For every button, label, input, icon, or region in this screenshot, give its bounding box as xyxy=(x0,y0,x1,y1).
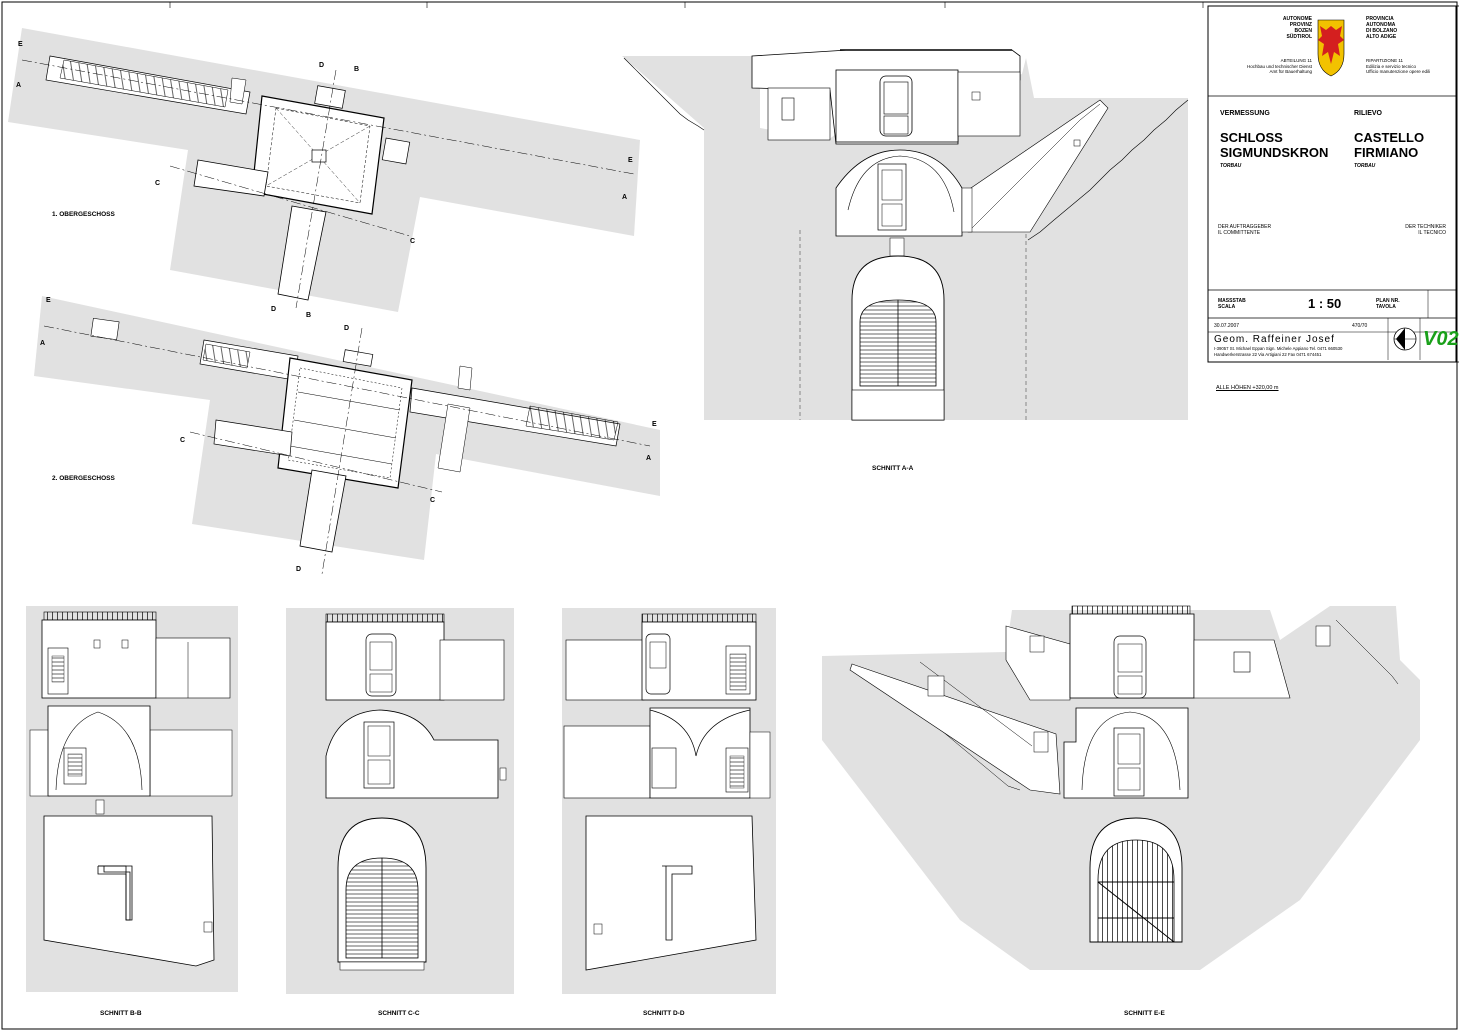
section-aa-title: SCHNITT A-A xyxy=(872,465,914,472)
province-it: PROVINCIA AUTONOMA DI BOLZANO ALTO ADIGE xyxy=(1366,16,1398,40)
cut-marker: A xyxy=(40,340,45,347)
floor-plan-first xyxy=(8,28,640,312)
department-de: ABTEILUNG 11 Hochbau und technischer Die… xyxy=(1246,58,1312,74)
section-cc-title: SCHNITT C-C xyxy=(378,1010,420,1017)
author-name: Geom. Raffeiner Josef xyxy=(1214,334,1335,345)
plan-second-title: 2. OBERGESCHOSS xyxy=(52,475,116,482)
cut-marker: E xyxy=(46,297,51,304)
cut-marker: D xyxy=(296,566,301,573)
south-wing-upper xyxy=(299,469,347,553)
plan-number-caption: PLAN NR. TAVOLA xyxy=(1376,298,1400,310)
cut-marker: E xyxy=(628,157,633,164)
cut-marker: D xyxy=(319,62,324,69)
project-number: 470/70 xyxy=(1352,323,1368,329)
tower-room-upper xyxy=(277,357,413,489)
castle-name-it: CASTELLO FIRMIANO xyxy=(1354,130,1425,160)
sheet-fold-ticks xyxy=(169,2,1204,8)
cut-marker: A xyxy=(646,455,651,462)
survey-de: VERMESSUNG xyxy=(1220,110,1270,117)
cut-marker: C xyxy=(410,238,415,245)
technician-label: DER TECHNIKER IL TECNICO xyxy=(1405,224,1446,236)
cut-marker: D xyxy=(344,325,349,332)
scale-value: 1 : 50 xyxy=(1308,296,1342,311)
heights-note: ALLE HÖHEN +320,00 m xyxy=(1216,385,1279,391)
plan-second-cut-markers: A A E E C C D D xyxy=(40,297,657,573)
south-wing xyxy=(277,205,327,301)
building-it: TORBAU xyxy=(1354,163,1376,169)
section-dd xyxy=(562,608,776,994)
building-de: TORBAU xyxy=(1220,163,1242,169)
plan-code: V02 xyxy=(1423,328,1459,350)
survey-it: RILIEVO xyxy=(1354,110,1383,117)
cut-marker: C xyxy=(180,437,185,444)
castle-name-de: SCHLOSS SIGMUNDSKRON xyxy=(1220,130,1329,160)
section-ee-title: SCHNITT E-E xyxy=(1124,1010,1165,1017)
author-address-1: I-39057 St. Michael Eppan Sign. Michele … xyxy=(1214,346,1343,351)
plan-first-cut-markers: A A E E B B C C D D xyxy=(16,41,633,319)
section-bb xyxy=(26,606,238,992)
scale-caption: MASSSTAB SCALA xyxy=(1218,298,1246,310)
cut-marker: E xyxy=(652,421,657,428)
section-bb-title: SCHNITT B-B xyxy=(100,1010,142,1017)
section-dd-title: SCHNITT D-D xyxy=(643,1010,685,1017)
section-aa xyxy=(622,49,1189,421)
cut-marker: E xyxy=(18,41,23,48)
title-block xyxy=(1207,5,1459,363)
cut-marker: D xyxy=(271,306,276,313)
author-address-2: Handwerkerstrasse 22 Via Artigiani 22 Fa… xyxy=(1214,352,1322,357)
department-it: RIPARTIZIONE 11 Edilizia e servizio tecn… xyxy=(1366,58,1430,74)
plan-first-title: 1. OBERGESCHOSS xyxy=(52,211,116,218)
cut-marker: B xyxy=(354,66,359,73)
section-ee xyxy=(822,605,1420,970)
province-de: AUTONOME PROVINZ BOZEN SÜDTIROL xyxy=(1282,16,1312,40)
cut-marker: A xyxy=(622,194,627,201)
plan-date: 30.07.2007 xyxy=(1214,323,1240,329)
south-tyrol-eagle-icon xyxy=(1317,19,1345,77)
cut-marker: C xyxy=(155,180,160,187)
floor-plan-second xyxy=(34,296,660,575)
cut-marker: B xyxy=(306,312,311,319)
cut-marker: A xyxy=(16,82,21,89)
cut-marker: C xyxy=(430,497,435,504)
lower-passage xyxy=(193,159,269,197)
client-label: DER AUFTRAGGEBER IL COMMITTENTE xyxy=(1218,224,1272,236)
north-arrow-icon xyxy=(1393,327,1417,351)
section-cc xyxy=(286,608,514,994)
